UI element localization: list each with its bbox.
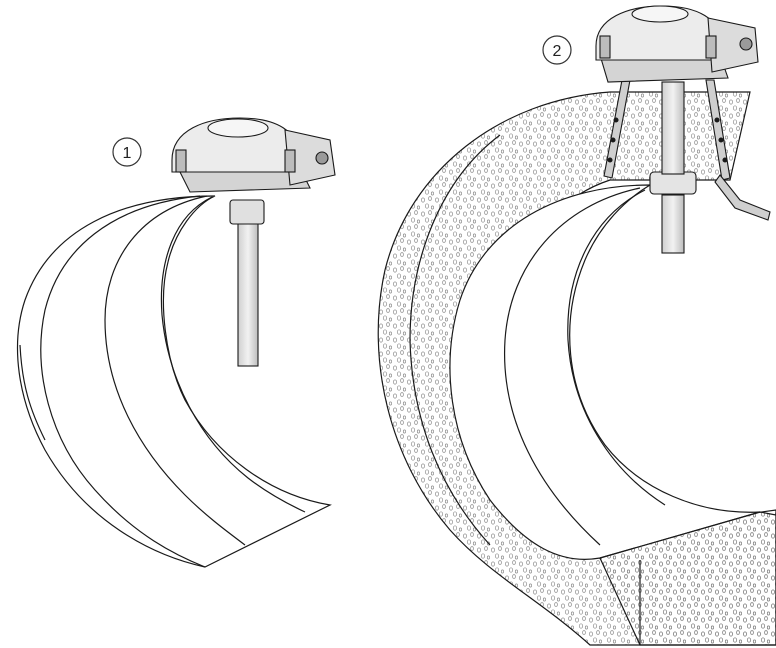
mounting-strap xyxy=(714,174,771,221)
callout-1: 1 xyxy=(112,137,142,167)
pipe-bend-surface xyxy=(16,195,332,568)
cable-gland-icon xyxy=(315,151,329,165)
pipe-seam-line xyxy=(503,187,641,546)
bracket-hole xyxy=(718,137,724,143)
probe-flange xyxy=(649,171,697,195)
bracket-hole xyxy=(610,137,616,143)
probe-shaft xyxy=(237,221,259,367)
housing-latch xyxy=(175,149,187,173)
cable-gland-icon xyxy=(739,37,753,51)
mounting-bracket-right xyxy=(705,79,731,181)
pipe-bend-surface xyxy=(449,184,761,560)
bracket-hole xyxy=(722,157,728,163)
bracket-hole xyxy=(613,117,619,123)
bracket-hole xyxy=(714,117,720,123)
sensor-assembly-2 xyxy=(595,5,771,254)
sensor-cap xyxy=(207,118,269,138)
pipe-edge-line xyxy=(19,344,46,441)
figure-1-bare-pipe xyxy=(16,195,332,568)
extension-tube xyxy=(661,81,685,175)
sensor-cap xyxy=(631,5,689,23)
pipe-seam-line xyxy=(104,195,246,546)
figure-2-insulated-pipe xyxy=(377,91,776,646)
callout-2-label: 2 xyxy=(553,43,562,60)
pipe-seam-line xyxy=(160,196,306,513)
housing-latch xyxy=(705,35,717,59)
callout-2: 2 xyxy=(542,35,572,65)
bracket-hole xyxy=(607,157,613,163)
pipe-seam-line xyxy=(567,189,666,506)
insulation-seam-line xyxy=(409,134,501,546)
pipe-seam-line xyxy=(40,195,206,568)
insulation-end-face xyxy=(599,511,776,646)
probe-shaft xyxy=(661,194,685,254)
housing-latch xyxy=(284,149,296,173)
callout-1-label: 1 xyxy=(123,145,132,162)
housing-latch xyxy=(599,35,611,59)
probe-collar xyxy=(229,199,265,225)
sensor-assembly-1 xyxy=(171,117,336,367)
